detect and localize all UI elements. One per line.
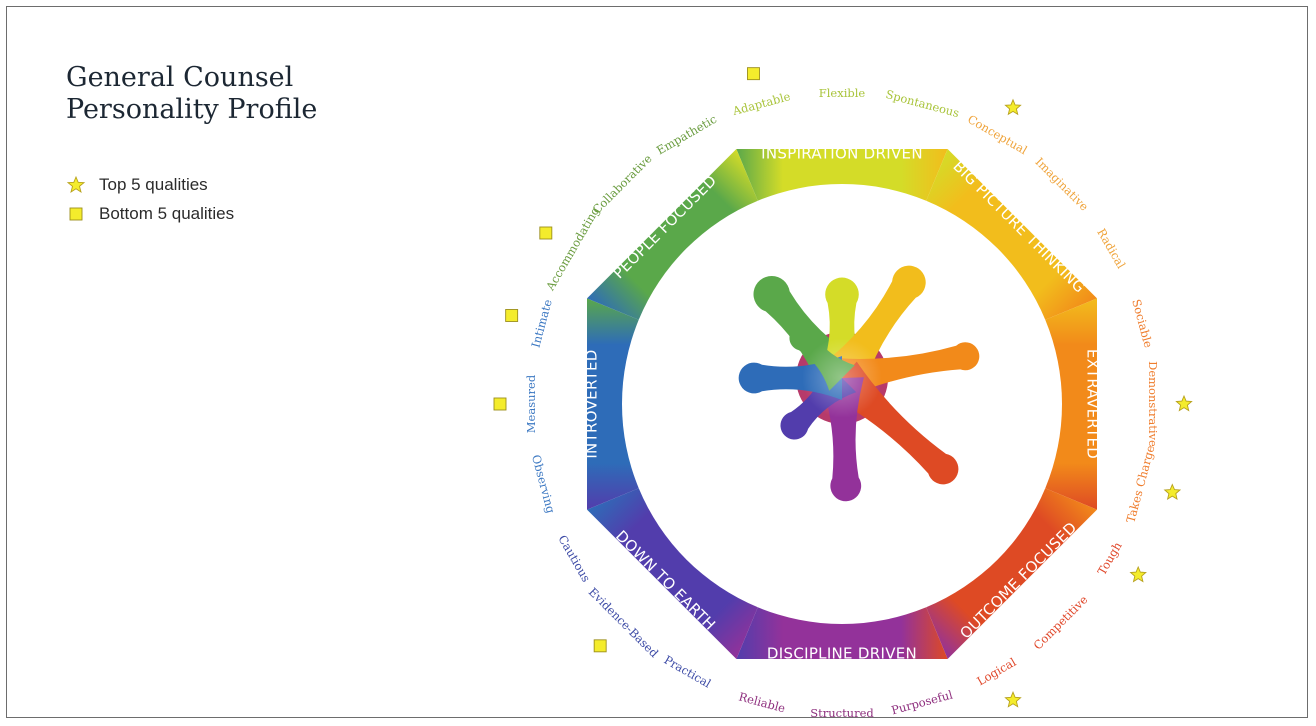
star-icon (1004, 98, 1022, 116)
quality-logical: Logical (975, 655, 1019, 689)
square-icon (69, 207, 83, 220)
quality-demonstrative: Demonstrative (1146, 361, 1160, 447)
legend-bottom-label: Bottom 5 qualities (99, 203, 235, 223)
quality-measured: Measured (524, 374, 538, 433)
legend-bottom-qualities: Bottom 5 qualities (66, 199, 234, 228)
quality-adaptable: Adaptable (730, 89, 792, 118)
quality-flexible: Flexible (819, 86, 866, 100)
quality-takes-charge: Takes Charge (1123, 443, 1157, 524)
legend-top-label: Top 5 qualities (99, 174, 208, 194)
star-icon (1129, 565, 1147, 583)
quality-tough: Tough (1095, 539, 1125, 578)
quality-markers (493, 67, 1193, 708)
quality-intimate: Intimate (528, 298, 554, 350)
quality-sociable: Sociable (1129, 298, 1155, 350)
square-icon (539, 226, 553, 240)
segment-label-discipline-driven: DISCIPLINE DRIVEN (767, 645, 917, 663)
square-icon (593, 639, 607, 653)
square-icon (493, 397, 507, 411)
segment-label-introverted: INTROVERTED (583, 349, 601, 458)
quality-purposeful: Purposeful (890, 687, 955, 717)
ring-segment-inspiration-driven (736, 149, 948, 201)
star-icon (1004, 691, 1022, 708)
quality-spontaneous: Spontaneous (884, 87, 961, 120)
segment-label-extraverted: EXTRAVERTED (1084, 349, 1102, 459)
star-icon (66, 175, 86, 193)
quality-radical: Radical (1094, 226, 1128, 271)
quality-practical: Practical (662, 653, 714, 691)
square-icon (505, 309, 519, 322)
wheel-ring (587, 149, 1097, 659)
title-line-2: Personality Profile (66, 94, 318, 125)
ring-segment-discipline-driven (736, 607, 948, 659)
legend-top-qualities: Top 5 qualities (66, 170, 234, 199)
splash-highlight (802, 338, 882, 418)
ring-segment-outcome-focused (926, 488, 1097, 659)
page-title: General Counsel Personality Profile (66, 62, 426, 126)
ring-segment-extraverted (1045, 298, 1097, 510)
ring-segment-big-picture-thinking (926, 149, 1097, 320)
star-icon (1163, 483, 1182, 500)
star-icon (1175, 394, 1193, 412)
quality-imaginative: Imaginative (1032, 155, 1091, 214)
quality-cautious: Cautious (555, 533, 593, 585)
segment-label-inspiration-driven: INSPIRATION DRIVEN (761, 145, 923, 163)
ring-segment-people-focused (587, 149, 758, 320)
quality-competitive: Competitive (1031, 592, 1091, 652)
square-icon (747, 67, 760, 81)
quality-collaborative: Collaborative (589, 151, 654, 216)
quality-accommodating: Accommodating (543, 204, 603, 294)
quality-conceptual: Conceptual (965, 112, 1030, 157)
title-line-1: General Counsel (66, 62, 294, 93)
quality-empathetic: Empathetic (654, 112, 719, 158)
color-splash-logo (738, 265, 980, 502)
quality-reliable: Reliable (737, 690, 787, 716)
quality-structured: Structured (810, 706, 874, 720)
legend: Top 5 qualities Bottom 5 qualities (66, 170, 234, 228)
quality-observing: Observing (529, 453, 558, 515)
ring-segment-down-to-earth (587, 488, 758, 659)
ring-segment-introverted (587, 298, 639, 510)
